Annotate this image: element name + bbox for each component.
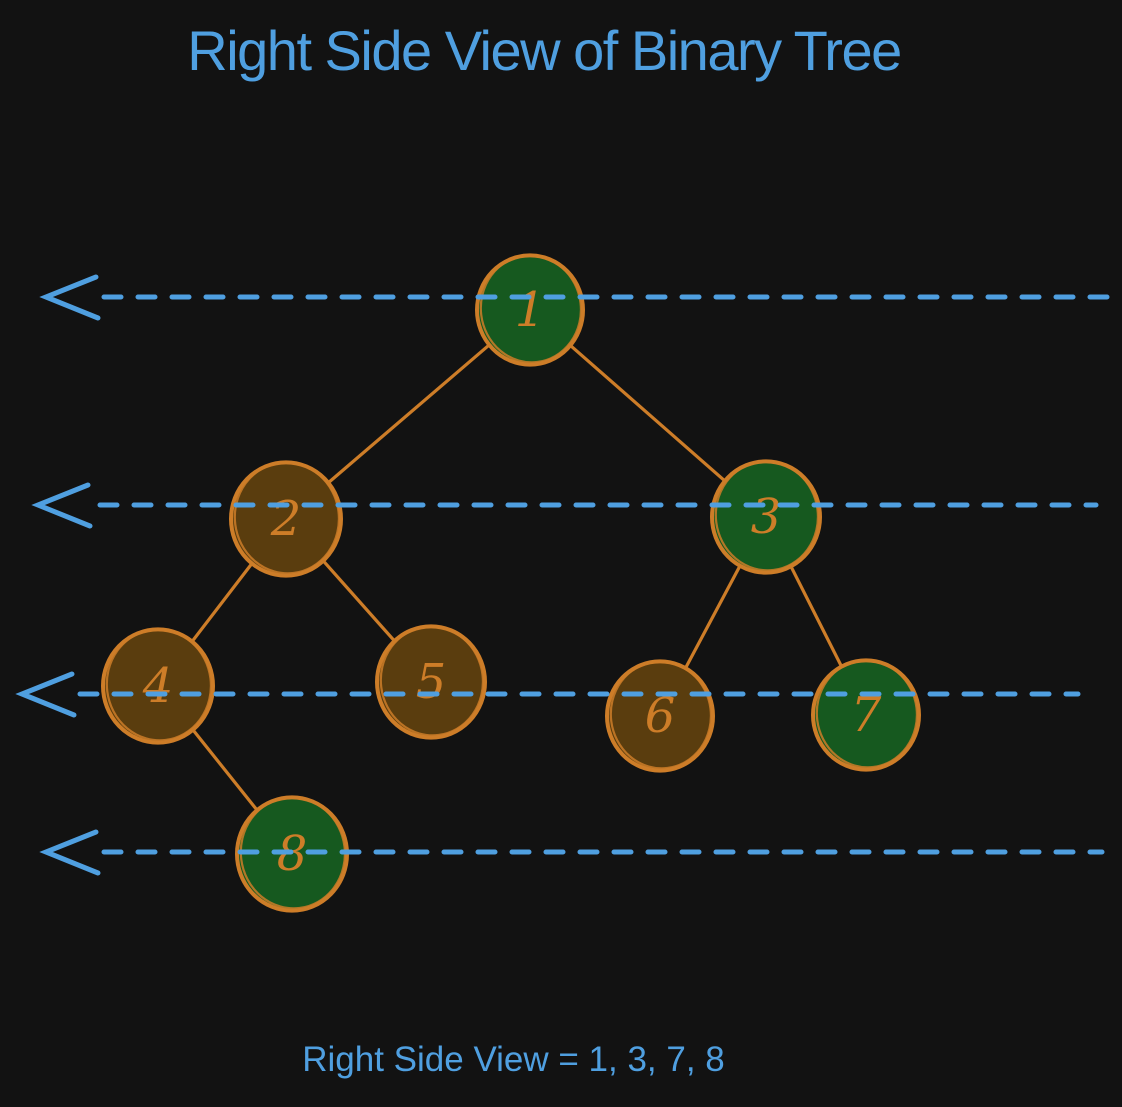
node-value-label: 4 [142, 658, 174, 714]
tree-edge-1-2 [325, 342, 493, 486]
left-arrow-icon [39, 829, 101, 876]
node-value-label: 1 [515, 282, 546, 338]
tree-edges [189, 342, 845, 814]
node-value-label: 3 [751, 489, 782, 545]
left-arrow-icon [15, 671, 77, 718]
scan-line-level-3 [15, 671, 1081, 718]
node-sketch-stroke [609, 660, 713, 770]
node-sketch-stroke [239, 796, 347, 910]
node-sketch-stroke [815, 659, 919, 769]
level-scan-lines [15, 274, 1111, 876]
node-value-label: 2 [270, 491, 302, 547]
scan-line-level-4 [39, 829, 1105, 876]
tree-edge-1-3 [567, 342, 728, 484]
tree-edge-3-7 [788, 562, 845, 671]
tree-node-5: 5 [375, 624, 487, 740]
tree-node-4: 4 [101, 627, 215, 745]
tree-node-7: 7 [811, 658, 921, 772]
node-sketch-stroke [379, 625, 485, 737]
node-sketch-stroke [233, 461, 341, 575]
tree-node-1: 1 [475, 253, 585, 367]
scan-line-level-2 [31, 482, 1099, 529]
node-sketch-stroke [105, 628, 213, 742]
node-value-label: 5 [416, 654, 447, 710]
tree-node-3: 3 [710, 459, 822, 575]
page-title: Right Side View of Binary Tree [187, 19, 902, 82]
tree-edge-2-5 [320, 557, 398, 645]
tree-edge-4-8 [190, 726, 260, 814]
left-arrow-icon [39, 274, 101, 321]
node-sketch-stroke [714, 460, 820, 572]
tree-edge-2-4 [189, 560, 255, 645]
tree-node-6: 6 [605, 659, 715, 773]
tree-edge-3-6 [682, 562, 743, 672]
left-arrow-icon [31, 482, 93, 529]
tree-node-2: 2 [229, 460, 343, 578]
node-value-label: 6 [645, 688, 676, 744]
node-sketch-stroke [479, 254, 583, 364]
result-caption: Right Side View = 1, 3, 7, 8 [302, 1040, 725, 1079]
scan-line-level-1 [39, 274, 1111, 321]
